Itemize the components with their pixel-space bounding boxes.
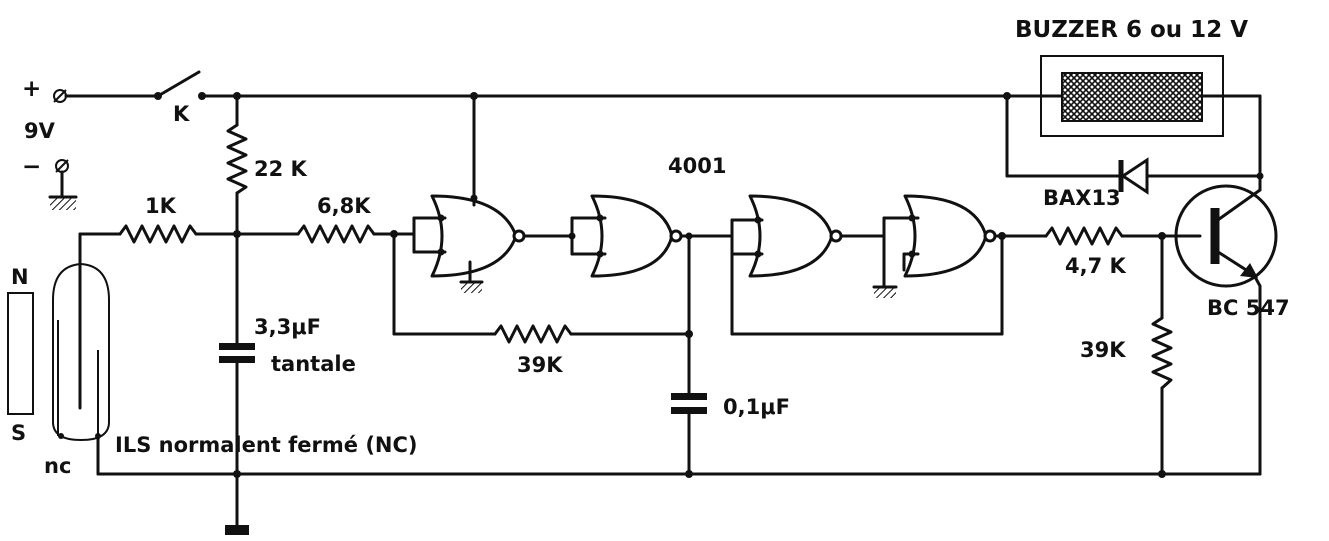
diode-bax13 bbox=[1118, 157, 1149, 195]
cap-tantale-value-label: 3,3μF bbox=[254, 315, 321, 339]
magnet-s-label: S bbox=[11, 421, 26, 445]
resistor-22k bbox=[226, 123, 248, 195]
resistor-39k-feedback bbox=[493, 324, 573, 344]
switch-k bbox=[156, 70, 201, 98]
cap-01-label: 0,1μF bbox=[723, 395, 790, 419]
r1k-label: 1K bbox=[145, 194, 177, 218]
nor-gate-3 bbox=[730, 194, 843, 278]
buzzer bbox=[1040, 55, 1224, 137]
r39k-base-label: 39K bbox=[1080, 338, 1126, 362]
transistor-bc547 bbox=[1174, 94, 1278, 476]
reed-switch-label: ILS normalent fermé (NC) bbox=[115, 433, 418, 457]
transistor-label: BC 547 bbox=[1207, 296, 1290, 320]
r68k-label: 6,8K bbox=[317, 194, 371, 218]
ic-label: 4001 bbox=[668, 154, 726, 178]
nor-gate-1 bbox=[412, 94, 526, 293]
resistor-6-8k bbox=[296, 224, 376, 244]
resistor-39k-base bbox=[1151, 316, 1173, 390]
switch-label: K bbox=[173, 102, 190, 126]
ground-symbol bbox=[50, 198, 76, 210]
minus-label: − bbox=[22, 154, 41, 180]
capacitor-3-3uf bbox=[219, 343, 255, 350]
magnet-n-label: N bbox=[11, 265, 29, 289]
diode-label: BAX13 bbox=[1043, 186, 1121, 210]
ground-tab bbox=[225, 525, 249, 535]
reed-nc-label: nc bbox=[44, 454, 71, 478]
supply-voltage-label: 9V bbox=[24, 119, 56, 143]
r47k-label: 4,7 K bbox=[1065, 254, 1127, 278]
buzzer-label: BUZZER 6 ou 12 V bbox=[1015, 17, 1248, 43]
nor-gate-4 bbox=[872, 194, 997, 298]
reed-switch bbox=[52, 262, 110, 442]
capacitor-0-1uf bbox=[671, 393, 707, 400]
cap-tantale-type-label: tantale bbox=[271, 352, 356, 376]
magnet bbox=[7, 292, 34, 415]
nor-gate-2 bbox=[568, 194, 683, 278]
r39k-feedback-label: 39K bbox=[517, 353, 563, 377]
minus-terminal bbox=[48, 159, 78, 210]
plus-label: + bbox=[22, 76, 41, 102]
r22k-label: 22 K bbox=[254, 157, 308, 181]
resistor-1k bbox=[118, 224, 198, 244]
resistor-4-7k bbox=[1044, 226, 1124, 246]
